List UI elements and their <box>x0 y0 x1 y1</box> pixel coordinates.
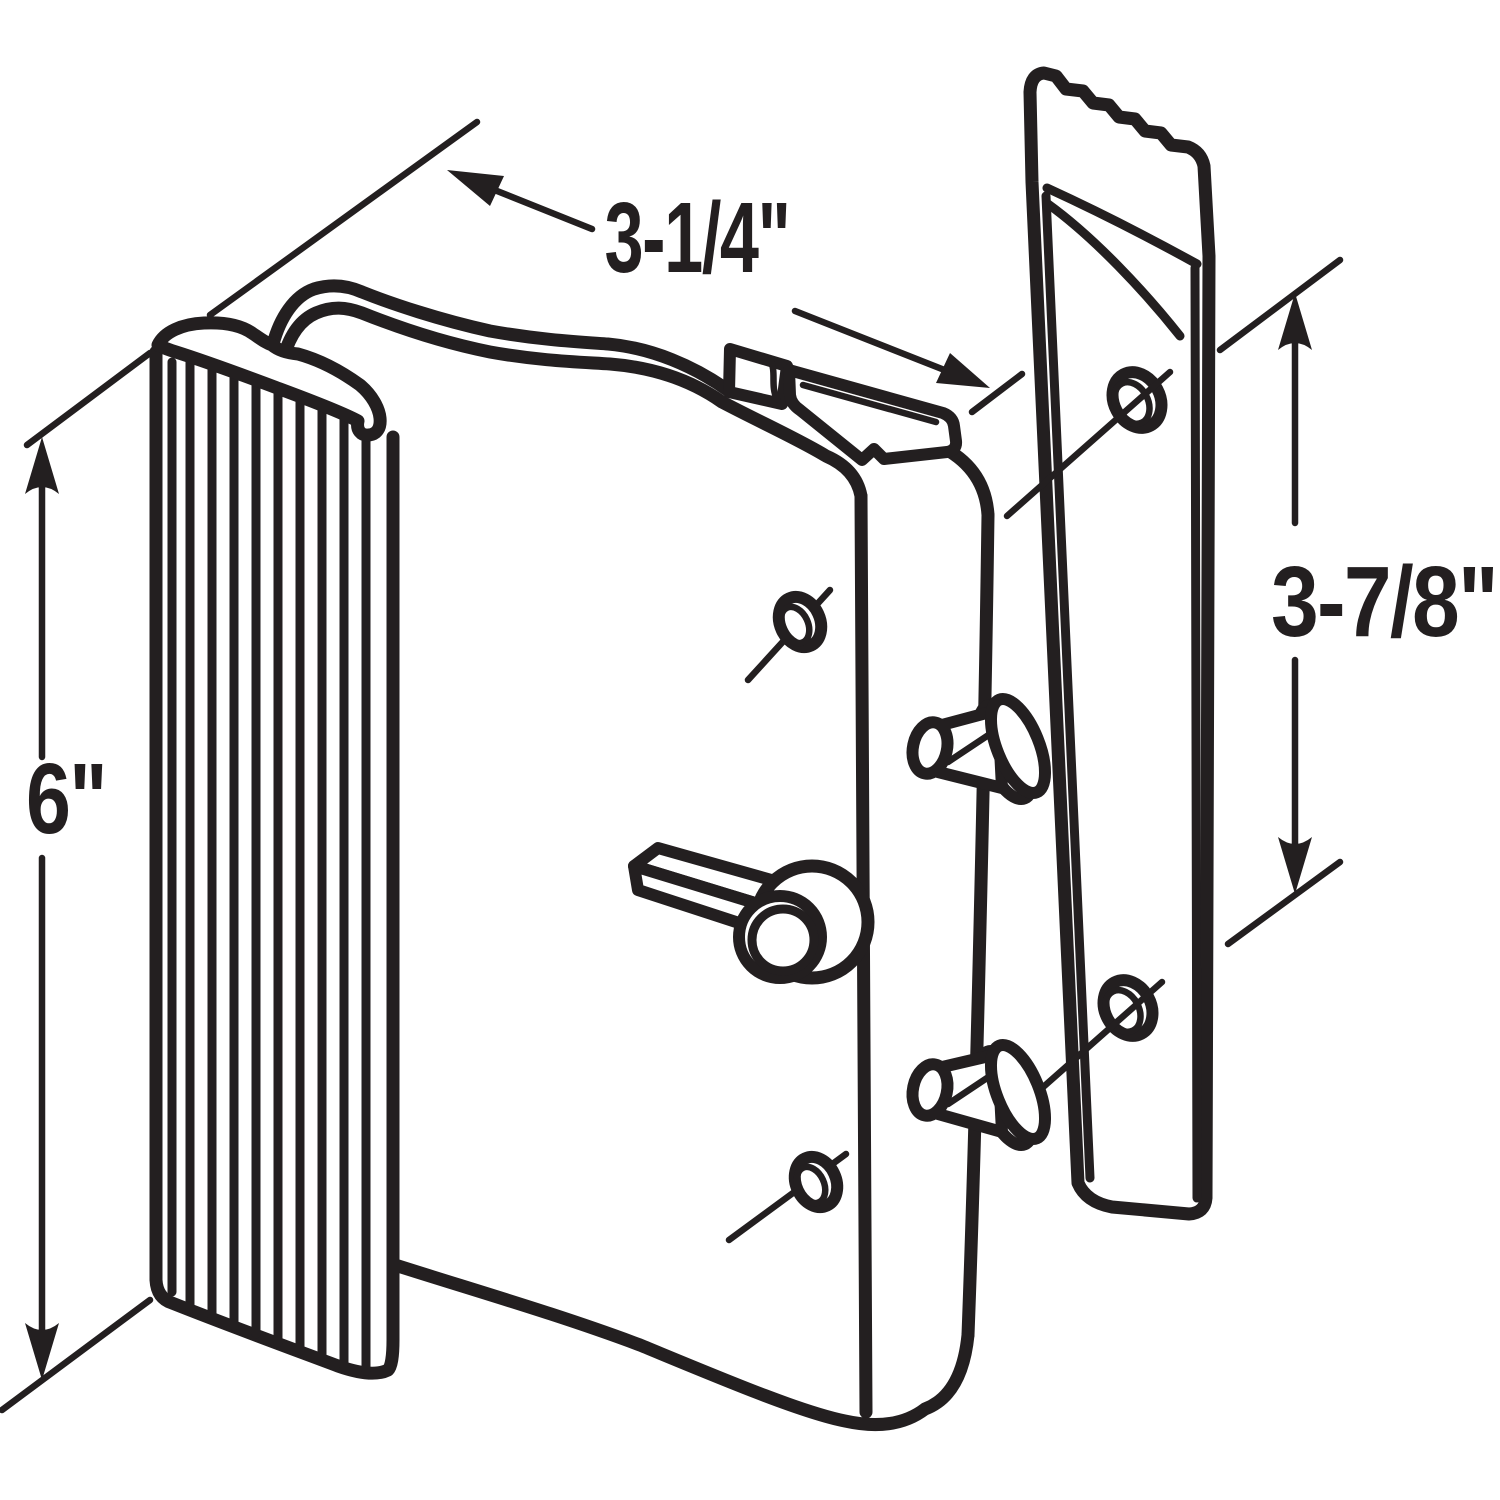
keeper-tab-detail <box>766 356 781 403</box>
lock-lever <box>628 842 875 985</box>
hook-stem-detail <box>944 730 994 766</box>
extension-line-bottom-left <box>0 1296 154 1414</box>
extension-line-plate-bottom <box>1224 858 1344 948</box>
width-dimension-line-left <box>488 185 596 233</box>
plate-right-inner-edge <box>1190 263 1202 1203</box>
plate-fold-edge-lower <box>1043 199 1185 341</box>
keeper-opening-inner-line <box>799 381 940 426</box>
hook-tip <box>906 1058 954 1122</box>
arrowhead-down-right <box>936 353 990 388</box>
extension-line-width-right <box>968 370 1026 416</box>
extension-line-width-left <box>206 118 481 319</box>
plate-front-face <box>370 318 867 1423</box>
arrowhead-down <box>25 1323 59 1380</box>
latch-hook-upper <box>906 692 1052 806</box>
hook-head <box>984 1038 1052 1146</box>
plate-left-inner-edge <box>1041 191 1095 1183</box>
lever-hub-inner-ring <box>747 904 819 976</box>
plate-side-face <box>862 446 988 1423</box>
arrowhead-down <box>1278 837 1312 894</box>
arrowhead-up-left <box>447 170 504 206</box>
inner-handle-grip <box>149 316 400 1380</box>
extension-line-plate-top <box>1216 256 1344 354</box>
dimension-handle-height <box>0 118 481 1414</box>
handle-cap <box>151 316 387 442</box>
arrowhead-up <box>1278 293 1312 350</box>
dimension-label-height: 6" <box>26 743 106 855</box>
hook-stem-detail <box>944 1072 994 1108</box>
plate-side-right-edge <box>961 508 995 1342</box>
main-latch-plate <box>266 279 995 1432</box>
dimension-handle-width <box>447 170 1026 416</box>
outer-plate-top-screw-slot-line <box>1003 368 1174 520</box>
handle-grip-ribs <box>185 352 371 1376</box>
dimension-label-plate-height: 3-7/8" <box>1271 546 1497 658</box>
hook-head <box>984 692 1052 800</box>
plate-top-outer-edge <box>266 279 736 398</box>
hook-tip <box>906 716 954 780</box>
dimension-label-width: 3-1/4" <box>605 182 790 294</box>
plate-screw-hole-bottom <box>725 1150 850 1244</box>
handle-outline <box>149 345 400 1380</box>
outer-pull-plate <box>1023 66 1216 1221</box>
dimension-plate-height <box>1216 256 1344 948</box>
arrowhead-up <box>25 437 59 494</box>
extension-line-top-left <box>23 349 154 449</box>
plate-top-inner-edge <box>277 301 868 503</box>
latch-hook-lower <box>906 1038 1052 1152</box>
width-dimension-line-right <box>791 307 951 375</box>
plate-fold-edge-upper <box>1042 183 1202 269</box>
outer-plate-outline <box>1023 66 1216 1221</box>
plate-screw-hole-top <box>744 586 834 684</box>
latch-keeper-slot <box>723 343 963 466</box>
plate-bottom-edge <box>388 1258 975 1432</box>
